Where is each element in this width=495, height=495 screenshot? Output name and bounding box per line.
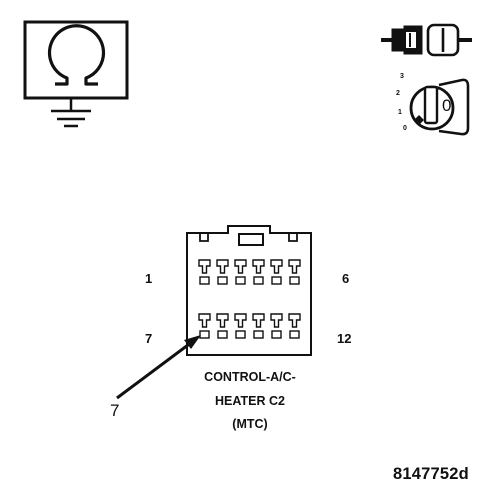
disconnected-connector-icon — [381, 23, 472, 57]
pin-cavity-row-bottom — [198, 313, 301, 339]
pin-label-12: 12 — [337, 331, 352, 346]
connector-name-line: CONTROL-A/C- — [204, 370, 296, 384]
connector-name-line: HEATER C2 — [215, 393, 285, 408]
figure-id: 8147752d — [393, 465, 469, 483]
pin-label-1: 1 — [145, 271, 153, 286]
connector-name-line: (MTC) — [232, 417, 268, 432]
pin-cavity-row-top — [198, 259, 301, 285]
pin-label-6: 6 — [342, 271, 350, 286]
ignition-position-label: 0 — [403, 125, 407, 132]
connector-housing — [186, 225, 312, 356]
ignition-position-label: 2 — [396, 90, 400, 97]
ignition-position-label: 1 — [398, 109, 402, 116]
ignition-key-position: 0 — [442, 96, 452, 115]
ignition-position-label: 3 — [400, 73, 404, 80]
connector-name: CONTROL-A/C- HEATER C2 (MTC) — [150, 370, 350, 433]
ignition-key-off-icon — [409, 78, 470, 136]
callout-arrow — [116, 335, 201, 400]
callout-number: 7 — [110, 401, 120, 420]
ohmmeter-ground-icon — [23, 20, 129, 128]
pin-label-7: 7 — [145, 331, 153, 346]
